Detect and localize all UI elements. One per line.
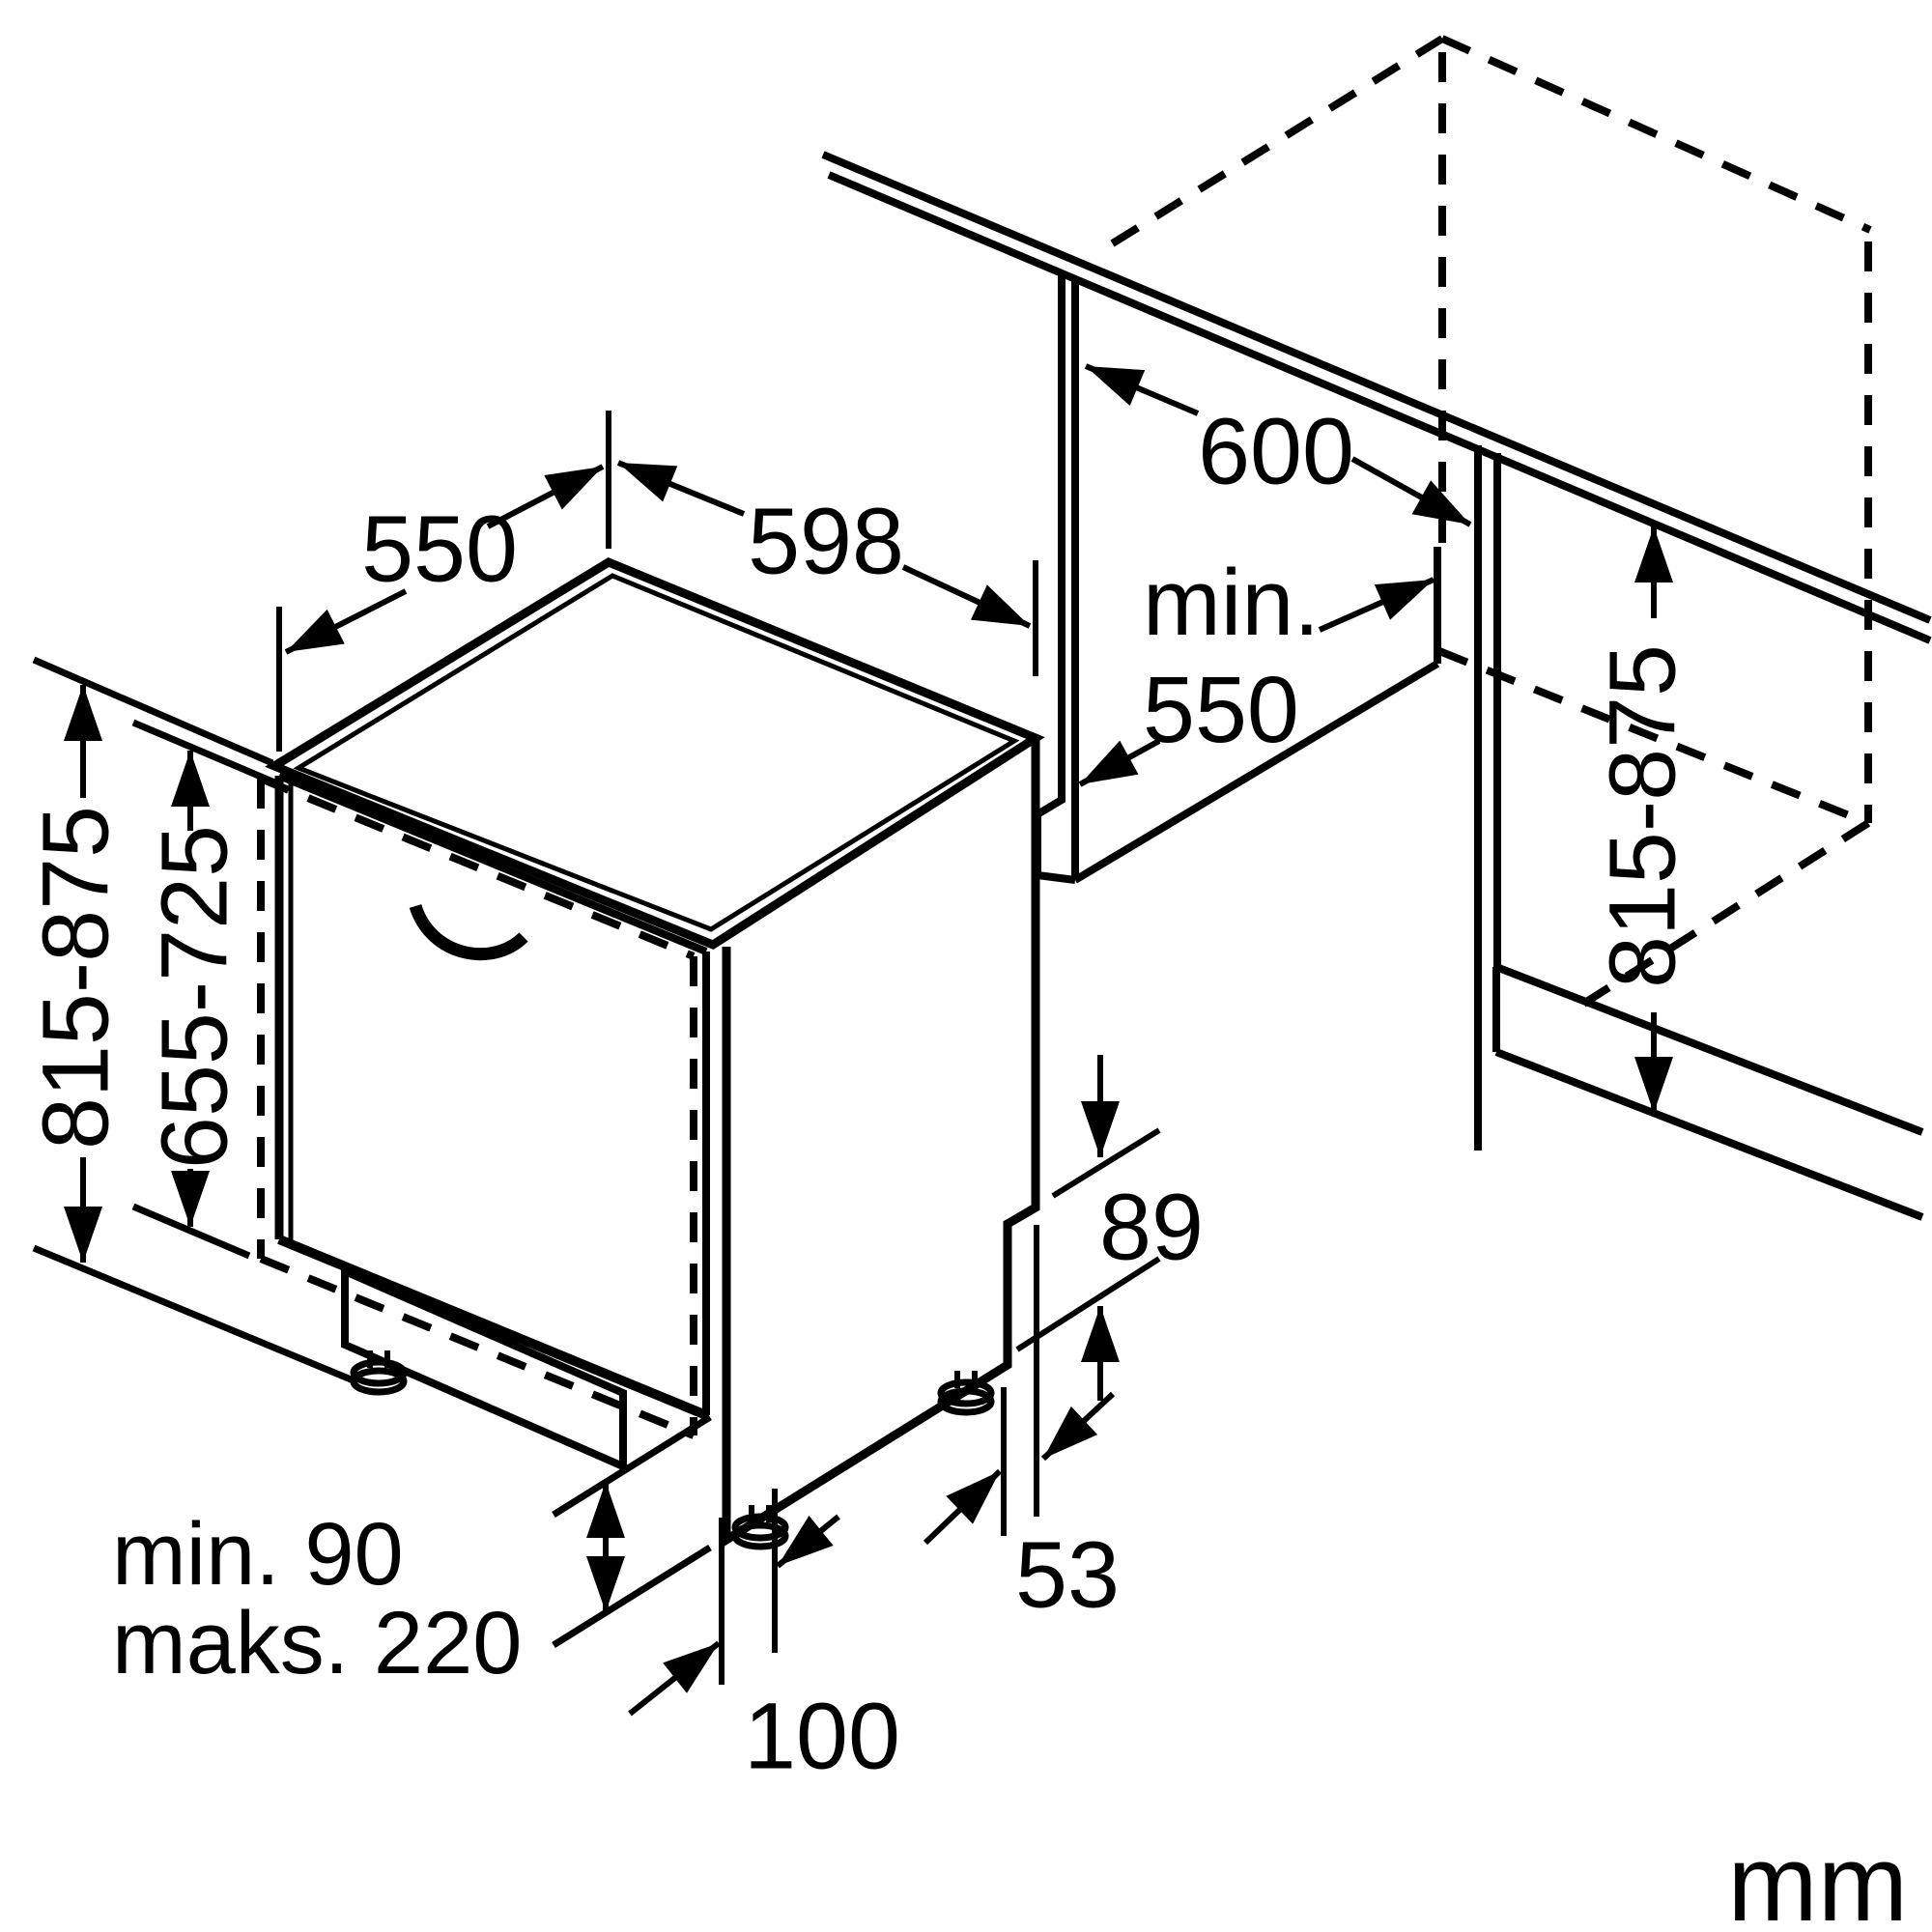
cabinet-space-dashed-outline bbox=[1108, 35, 1872, 1016]
worktop-top-edge bbox=[821, 151, 1932, 624]
dimension-appliance-depth-550: 550 bbox=[276, 411, 611, 752]
extension-line-floor bbox=[32, 1244, 357, 1385]
foot-disc bbox=[937, 1378, 995, 1407]
units-label: mm bbox=[1727, 1823, 1908, 1932]
door-bottom-edge bbox=[277, 1235, 708, 1420]
panel-bottom-edge bbox=[1072, 660, 1440, 884]
dishwasher-appliance bbox=[257, 556, 1045, 1550]
kitchen-niche bbox=[821, 35, 1932, 1221]
appliance-top-face bbox=[265, 556, 1045, 951]
appliance-height-label: 815-875 bbox=[23, 806, 128, 1150]
dimension-niche-depth-min-550: min. 550 bbox=[1078, 550, 1435, 787]
plinth-height-max-label: maks. 220 bbox=[112, 1594, 522, 1692]
dimension-arrow bbox=[1318, 577, 1435, 633]
extension-line bbox=[552, 1545, 712, 1648]
adjacent-cabinet bbox=[1474, 445, 1924, 1221]
dimension-arrow bbox=[901, 564, 1032, 629]
niche-depth-label-value: 550 bbox=[1143, 657, 1299, 762]
foot-disc bbox=[350, 1358, 408, 1387]
niche-width-label: 600 bbox=[1198, 399, 1354, 504]
cabinet-plinth-bottom bbox=[1494, 1048, 1924, 1221]
dashed-top-left-edge bbox=[1108, 35, 1445, 248]
dimension-arrow bbox=[1084, 363, 1200, 416]
furniture-door-dashed-outline bbox=[257, 775, 697, 1439]
dimension-niche-width-600: 600 bbox=[1084, 363, 1472, 527]
dimension-arrow bbox=[628, 1640, 721, 1717]
dimension-arrow bbox=[776, 1514, 840, 1569]
appliance-width-label: 598 bbox=[748, 489, 904, 594]
side-notch-height-label: 89 bbox=[1099, 1175, 1204, 1280]
dashed-bottom-depth-edge bbox=[1567, 819, 1871, 1016]
dimension-door-height-655-725: 655-725 bbox=[131, 719, 281, 1260]
door-height-label: 655-725 bbox=[142, 825, 247, 1169]
panel-foot-edge bbox=[1037, 871, 1076, 884]
niche-height-label: 815-875 bbox=[1590, 644, 1695, 988]
dashed-top-right-edge bbox=[1440, 35, 1872, 234]
extension-line-door-bottom bbox=[131, 1203, 251, 1260]
cabinet-plinth-top bbox=[1494, 963, 1924, 1136]
plinth-recess-label: 100 bbox=[744, 1684, 900, 1789]
dimension-appliance-width-598: 598 bbox=[616, 460, 1038, 676]
worktop-bottom-edge bbox=[827, 171, 1932, 644]
appliance-depth-label: 550 bbox=[361, 497, 518, 602]
dashed-bottom-edge bbox=[1437, 647, 1870, 827]
extension-tick bbox=[1015, 1256, 1161, 1352]
side-notch-depth-label: 53 bbox=[1015, 1522, 1120, 1628]
appliance-top-rim bbox=[293, 573, 1020, 932]
dimension-plinth-recess-100: 100 bbox=[628, 1489, 900, 1789]
dimension-arrow bbox=[284, 588, 408, 655]
niche-left-side-panel bbox=[1034, 273, 1441, 884]
niche-depth-label-min: min. bbox=[1143, 550, 1320, 655]
door-top-edge bbox=[277, 772, 708, 955]
dimension-arrow bbox=[1040, 1391, 1116, 1462]
dimension-arrow bbox=[616, 460, 746, 517]
door-handle-recess bbox=[409, 903, 528, 961]
plinth-height-min-label: min. 90 bbox=[112, 1505, 404, 1604]
dimension-plinth-height-90-220: min. 90 maks. 220 bbox=[112, 1414, 712, 1692]
dimension-arrow bbox=[923, 1468, 1003, 1546]
dimension-side-notch-depth-53: 53 bbox=[923, 1225, 1120, 1628]
dimension-niche-height-815-875: 815-875 bbox=[1590, 526, 1695, 1113]
foot-disc-rim bbox=[937, 1387, 995, 1416]
dimension-arrow bbox=[486, 464, 605, 529]
plinth-board bbox=[341, 1264, 627, 1473]
panel-front-edge bbox=[1034, 273, 1065, 875]
dimension-side-notch-height-89: 89 bbox=[1015, 1055, 1204, 1401]
door-dashed-bottom bbox=[259, 1255, 696, 1439]
extension-tick bbox=[1051, 1127, 1161, 1199]
dimension-arrow bbox=[1078, 738, 1161, 787]
extension-line-top bbox=[32, 656, 274, 767]
dimension-appliance-height-815-875: 815-875 bbox=[23, 656, 357, 1385]
extension-line bbox=[552, 1414, 712, 1518]
adjustable-foot-side bbox=[937, 1371, 995, 1416]
door-dashed-top bbox=[259, 775, 696, 960]
appliance-side-panel bbox=[722, 738, 1040, 1548]
dimension-arrow bbox=[1350, 456, 1472, 527]
